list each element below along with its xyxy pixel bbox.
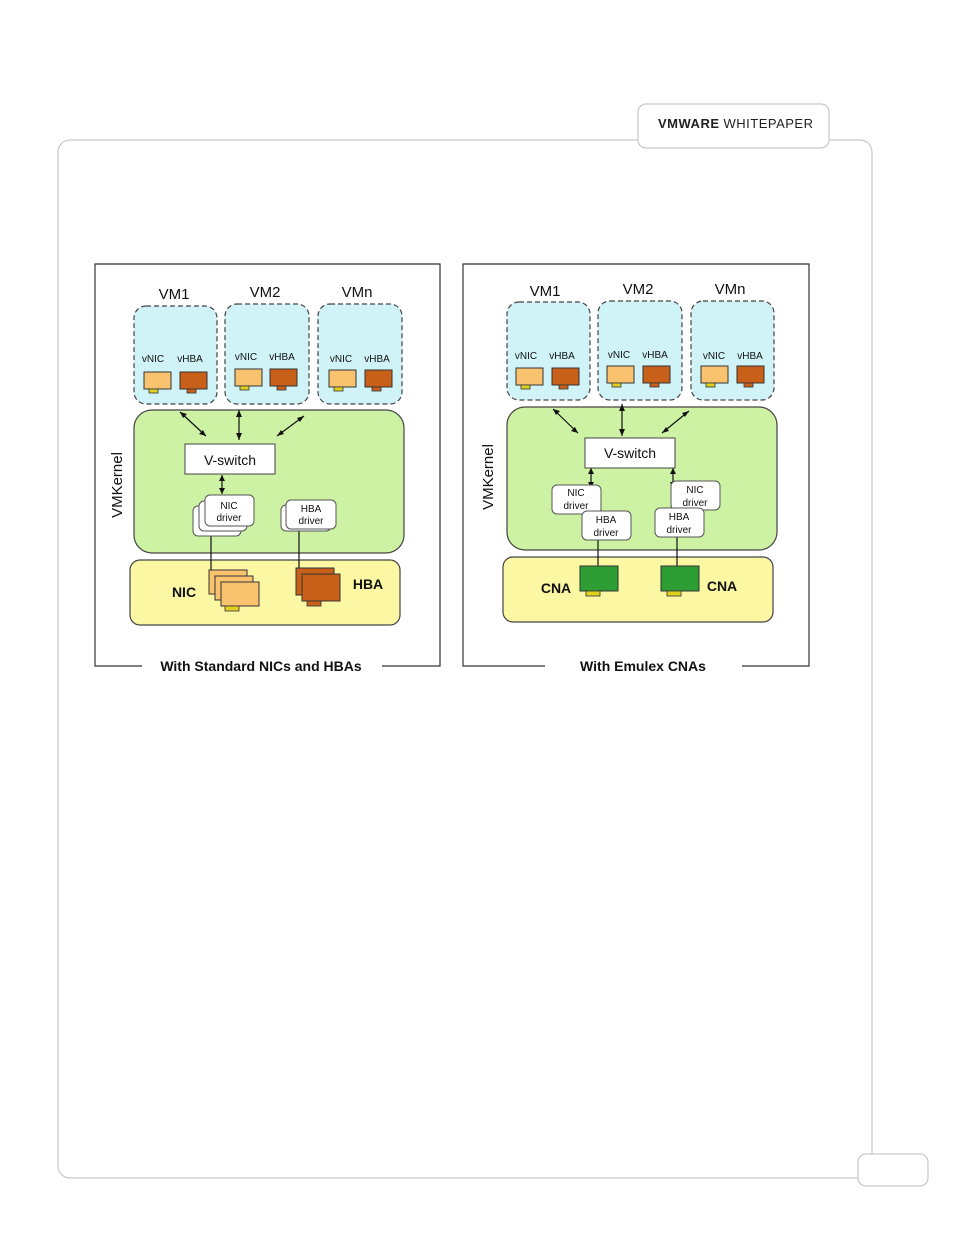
vhba-label: vHBA bbox=[364, 354, 390, 365]
driver-label: driver bbox=[666, 525, 692, 536]
header-tab: VMWARE WHITEPAPER bbox=[638, 104, 829, 148]
vnic-label: vNIC bbox=[235, 352, 257, 363]
driver-label: HBA bbox=[301, 504, 322, 515]
cna-card-icon bbox=[580, 566, 618, 596]
vswitch-label: V-switch bbox=[604, 445, 656, 461]
vnic-label: vNIC bbox=[703, 351, 725, 362]
vmkernel-label: VMKernel bbox=[109, 452, 126, 518]
vhba-label: vHBA bbox=[737, 351, 763, 362]
brand-name: VMWARE bbox=[658, 116, 720, 131]
vm-label: VMn bbox=[342, 284, 373, 301]
page-number-tab bbox=[858, 1154, 928, 1186]
driver-label: driver bbox=[593, 528, 619, 539]
diagram-standard: With Standard NICs and HBAs VM1 VM2 VMn … bbox=[95, 264, 440, 674]
hardware-label: CNA bbox=[541, 580, 571, 596]
driver-label: HBA bbox=[596, 515, 617, 526]
diagram-caption: With Standard NICs and HBAs bbox=[160, 658, 362, 674]
hardware-label: HBA bbox=[353, 576, 383, 592]
driver-label: driver bbox=[298, 516, 324, 527]
driver-label: NIC bbox=[220, 501, 237, 512]
vhba-label: vHBA bbox=[549, 351, 575, 362]
driver-label: driver bbox=[563, 501, 589, 512]
vhba-label: vHBA bbox=[177, 354, 203, 365]
hardware-region bbox=[130, 560, 400, 625]
hardware-label: CNA bbox=[707, 578, 737, 594]
cna-card-icon bbox=[661, 566, 699, 596]
vnic-label: vNIC bbox=[142, 354, 164, 365]
driver-label: driver bbox=[216, 513, 242, 524]
vm-label: VM1 bbox=[530, 283, 561, 300]
vm-label: VM2 bbox=[623, 281, 654, 298]
section-name: WHITEPAPER bbox=[724, 116, 814, 131]
diagram-caption: With Emulex CNAs bbox=[580, 658, 706, 674]
vmkernel-label: VMKernel bbox=[480, 444, 497, 510]
vm-label: VM2 bbox=[250, 284, 281, 301]
vmkernel-region bbox=[507, 407, 777, 550]
vm-label: VMn bbox=[715, 281, 746, 298]
vnic-label: vNIC bbox=[515, 351, 537, 362]
vhba-label: vHBA bbox=[642, 350, 668, 361]
driver-label: NIC bbox=[686, 485, 703, 496]
header-title: VMWARE WHITEPAPER bbox=[658, 116, 814, 131]
vnic-label: vNIC bbox=[608, 350, 630, 361]
vnic-label: vNIC bbox=[330, 354, 352, 365]
hba-card-stack-icon bbox=[296, 568, 340, 606]
driver-label: HBA bbox=[669, 512, 690, 523]
driver-label: NIC bbox=[567, 488, 584, 499]
vm-label: VM1 bbox=[159, 286, 190, 303]
diagram-emulex: With Emulex CNAs VM1 VM2 VMn vNIC vHBA v… bbox=[463, 264, 809, 674]
vmkernel-region bbox=[134, 410, 404, 553]
hardware-label: NIC bbox=[172, 584, 196, 600]
vhba-label: vHBA bbox=[269, 352, 295, 363]
driver-label: driver bbox=[682, 498, 708, 509]
vswitch-label: V-switch bbox=[204, 452, 256, 468]
